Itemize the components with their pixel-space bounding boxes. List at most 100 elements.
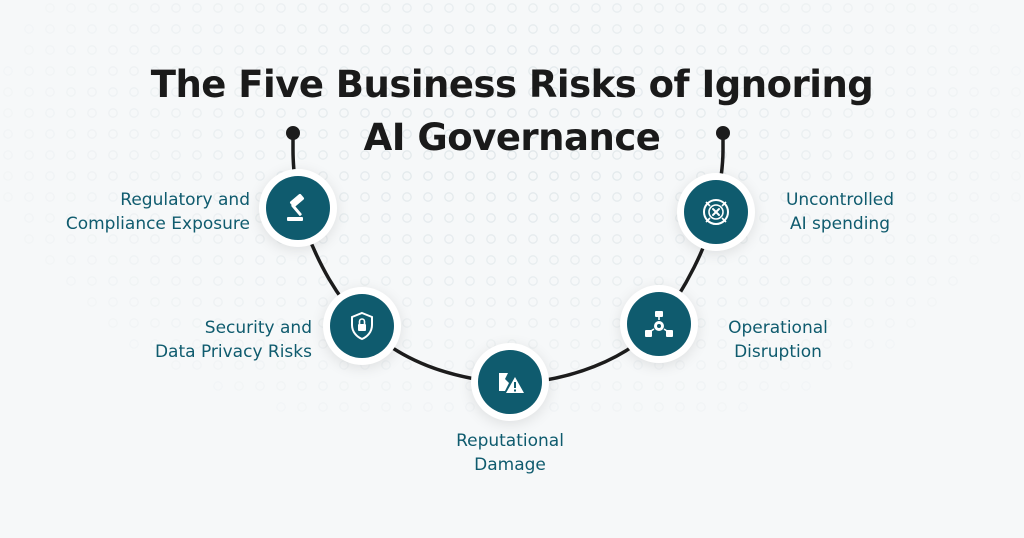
background-dot: [696, 129, 706, 139]
background-dot: [948, 213, 958, 223]
background-dot: [108, 66, 118, 76]
background-dot: [486, 276, 496, 286]
background-dot: [297, 45, 307, 55]
background-dot: [612, 3, 622, 13]
background-dot: [591, 66, 601, 76]
background-dot: [108, 108, 118, 118]
background-dot: [297, 3, 307, 13]
background-dot: [234, 255, 244, 265]
risk-label-line: Reputational: [456, 431, 564, 451]
background-dot: [990, 45, 1000, 55]
background-dot: [738, 129, 748, 139]
background-dot: [276, 3, 286, 13]
background-dot: [45, 45, 55, 55]
background-dot: [780, 171, 790, 181]
background-dot: [465, 234, 475, 244]
background-dot: [717, 360, 727, 370]
background-dot: [780, 3, 790, 13]
background-dot: [969, 3, 979, 13]
background-dot: [549, 297, 559, 307]
background-dot: [444, 87, 454, 97]
background-dot: [171, 297, 181, 307]
background-dot: [528, 171, 538, 181]
background-dot: [843, 87, 853, 97]
background-dot: [1011, 129, 1021, 139]
background-dot: [654, 150, 664, 160]
background-dot: [381, 24, 391, 34]
background-dot: [612, 213, 622, 223]
background-dot: [486, 339, 496, 349]
background-dot: [864, 87, 874, 97]
risk-node-reputational: [478, 350, 542, 414]
background-dot: [423, 318, 433, 328]
background-dot: [3, 129, 13, 139]
background-dot: [570, 108, 580, 118]
background-dot: [339, 24, 349, 34]
background-dot: [801, 381, 811, 391]
background-dot: [444, 192, 454, 202]
background-dot: [696, 339, 706, 349]
background-dot: [255, 108, 265, 118]
background-dot: [528, 3, 538, 13]
background-dot: [423, 255, 433, 265]
background-dot: [801, 3, 811, 13]
background-dot: [696, 45, 706, 55]
background-dot: [1011, 66, 1021, 76]
background-dot: [318, 129, 328, 139]
background-dot: [507, 276, 517, 286]
background-dot: [801, 276, 811, 286]
background-dot: [759, 234, 769, 244]
background-dot: [1011, 192, 1021, 202]
background-dot: [759, 129, 769, 139]
background-dot: [192, 339, 202, 349]
background-dot: [45, 87, 55, 97]
background-dot: [843, 192, 853, 202]
background-dot: [801, 192, 811, 202]
background-dot: [192, 192, 202, 202]
background-dot: [570, 297, 580, 307]
background-dot: [528, 192, 538, 202]
background-dot: [108, 234, 118, 244]
background-dot: [696, 108, 706, 118]
risk-node-regulatory: [266, 176, 330, 240]
background-dot: [948, 255, 958, 265]
background-dot: [108, 150, 118, 160]
background-dot: [3, 66, 13, 76]
background-dot: [1011, 150, 1021, 160]
background-dot: [780, 24, 790, 34]
background-dot: [234, 192, 244, 202]
background-dot: [423, 66, 433, 76]
background-dot: [255, 339, 265, 349]
background-dot: [402, 3, 412, 13]
background-dot: [591, 234, 601, 244]
background-dot: [822, 255, 832, 265]
background-dot: [738, 318, 748, 328]
background-dot: [570, 255, 580, 265]
background-dot: [255, 66, 265, 76]
background-dot: [675, 24, 685, 34]
background-dot: [507, 87, 517, 97]
background-dot: [255, 318, 265, 328]
background-dot: [381, 3, 391, 13]
background-dot: [990, 192, 1000, 202]
background-dot: [108, 24, 118, 34]
background-dot: [465, 45, 475, 55]
background-dot: [717, 276, 727, 286]
background-dot: [885, 24, 895, 34]
background-dot: [192, 234, 202, 244]
background-dot: [696, 318, 706, 328]
background-dot: [759, 339, 769, 349]
background-dot: [171, 108, 181, 118]
background-dot: [591, 255, 601, 265]
background-dot: [171, 255, 181, 265]
background-dot: [213, 129, 223, 139]
background-dot: [906, 108, 916, 118]
background-dot: [759, 381, 769, 391]
background-dot: [885, 234, 895, 244]
background-dot: [297, 108, 307, 118]
background-dot: [759, 108, 769, 118]
background-dot: [612, 402, 622, 412]
background-dot: [528, 150, 538, 160]
background-dot: [507, 129, 517, 139]
